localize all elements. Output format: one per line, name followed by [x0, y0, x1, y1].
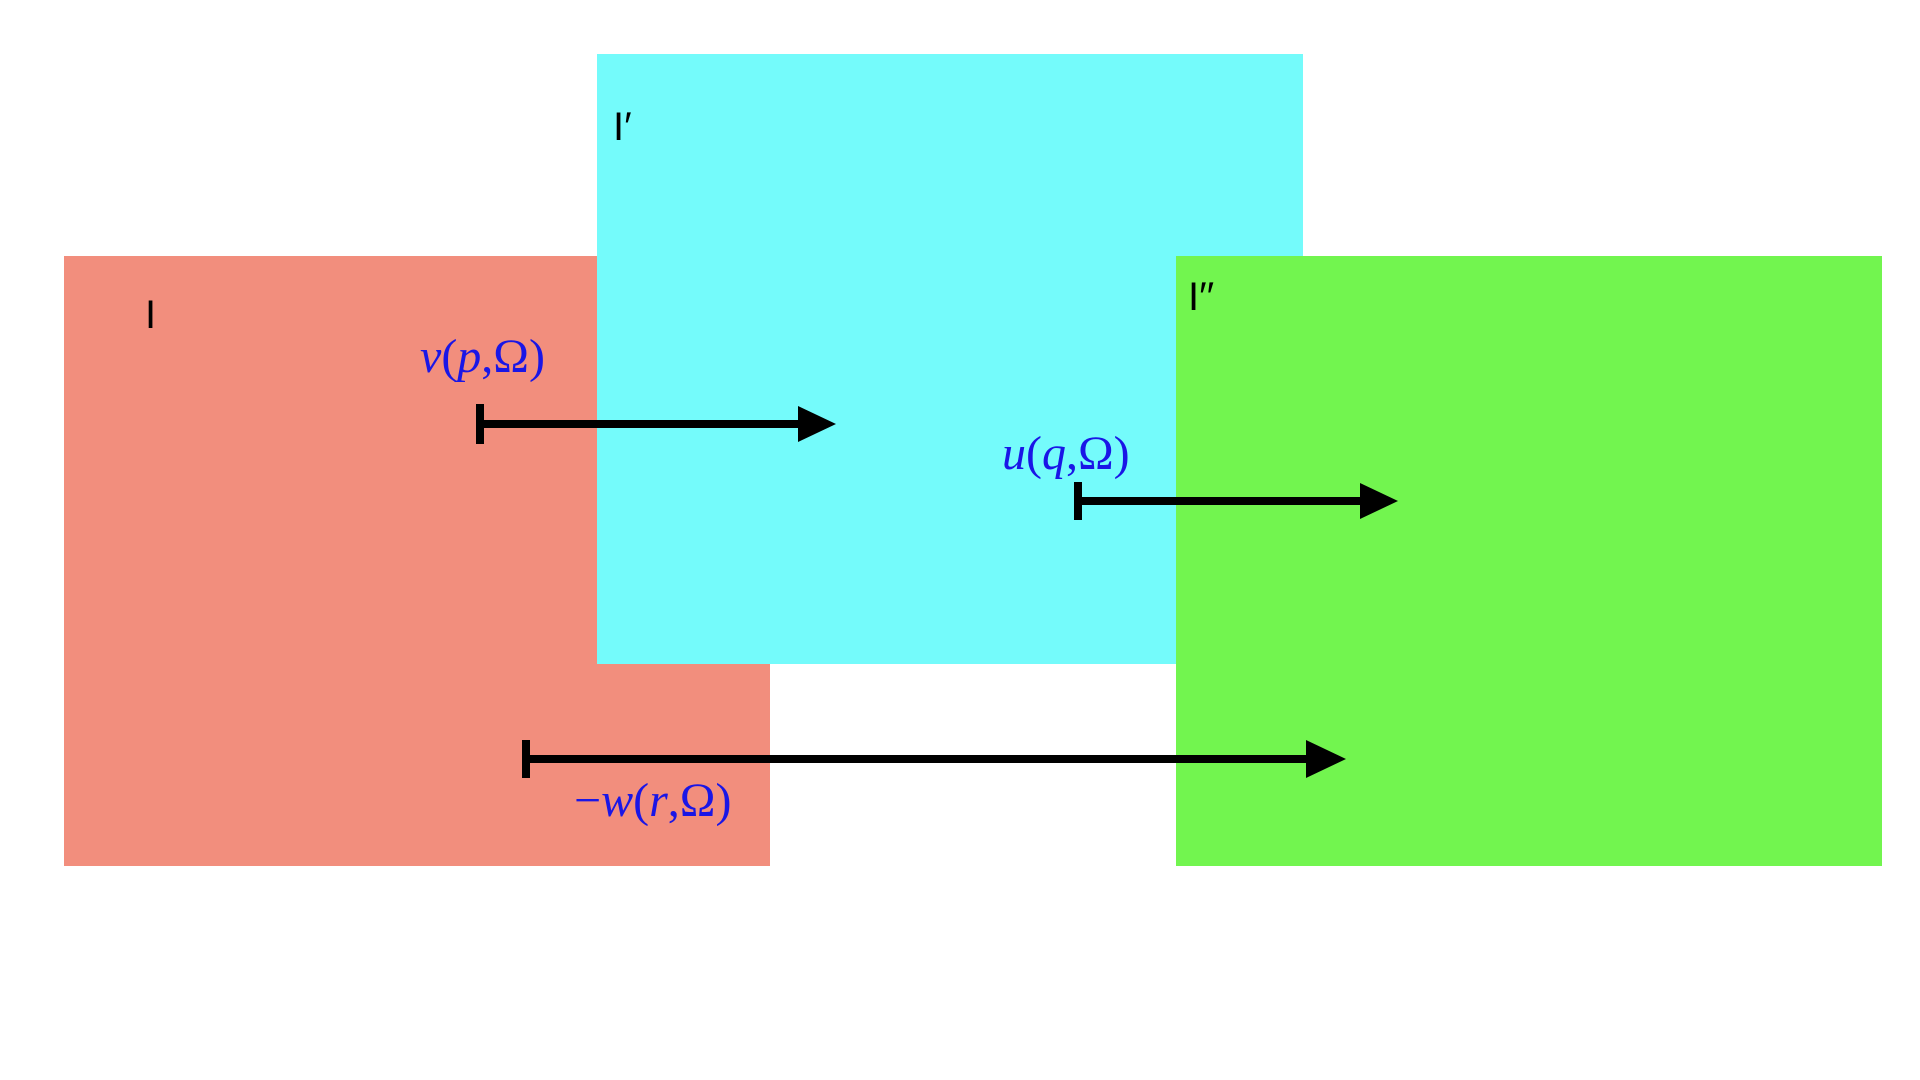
- vector-w-label-omega: Ω: [680, 774, 716, 827]
- region-i-prime-label: I′: [613, 105, 632, 149]
- vector-v-arrowhead: [798, 406, 836, 442]
- vector-u-arrow: [1074, 482, 1398, 520]
- vector-u-label-open-paren: (: [1026, 427, 1042, 480]
- vector-u-label: u(q,Ω): [1002, 427, 1130, 480]
- vector-u-arrowhead: [1360, 483, 1398, 519]
- vector-w-label-comma: ,: [668, 774, 680, 827]
- region-i-label: I: [145, 293, 156, 337]
- vector-w-label: −w(r,Ω): [574, 774, 731, 827]
- region-i-double-prime-label: I′′: [1188, 275, 1214, 319]
- vector-w-label-func: w: [601, 774, 633, 827]
- vector-v-label-comma: ,: [481, 330, 493, 383]
- vector-w-arrow: [522, 740, 1346, 778]
- vector-w-label-open-paren: (: [633, 774, 649, 827]
- vector-w-arrowhead: [1306, 740, 1346, 778]
- vector-w-label-arg: r: [649, 774, 668, 827]
- region-i-double-prime-box: [1176, 256, 1882, 866]
- vector-v-label-open-paren: (: [441, 330, 457, 383]
- vector-u-label-omega: Ω: [1078, 427, 1114, 480]
- vector-v-label: v(p,Ω): [420, 330, 545, 383]
- vector-u-label-comma: ,: [1066, 427, 1078, 480]
- vector-u-label-func: u: [1002, 427, 1026, 480]
- vector-w-label-sign: −: [574, 774, 601, 827]
- vector-v-label-omega: Ω: [493, 330, 529, 383]
- vector-u-label-arg: q: [1042, 427, 1066, 480]
- vector-v-arrow: [476, 404, 836, 444]
- vector-v-label-func: v: [420, 330, 442, 383]
- vector-v-label-close-paren: ): [529, 330, 545, 383]
- vector-u-label-close-paren: ): [1114, 427, 1130, 480]
- vector-w-label-close-paren: ): [715, 774, 731, 827]
- vector-v-label-arg: p: [454, 330, 481, 383]
